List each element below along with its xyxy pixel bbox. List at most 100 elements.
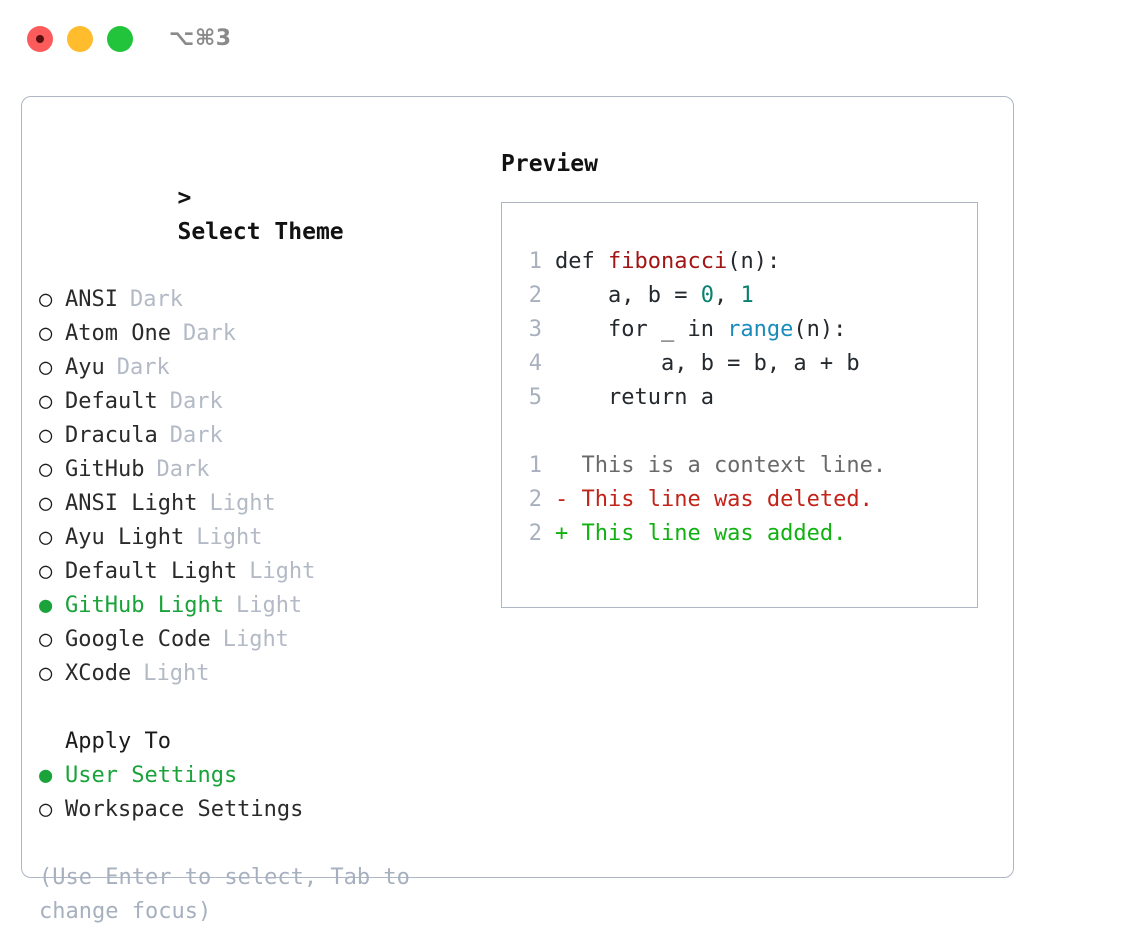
theme-list-item[interactable]: ○ Ayu Dark: [39, 351, 479, 385]
code-line: 1 def fibonacci(n):: [516, 245, 969, 279]
theme-variant-badge: Light: [249, 559, 316, 584]
radio-selected-icon: ●: [39, 763, 53, 788]
radio-unselected-icon: ○: [39, 559, 53, 584]
page-title-text: Select Theme: [177, 219, 344, 245]
apply-to-title: Apply To: [65, 729, 171, 754]
keyboard-hint-text: (Use Enter to select, Tab to change focu…: [39, 865, 424, 924]
code-spacer: [516, 415, 969, 449]
radio-unselected-icon: ○: [39, 457, 53, 482]
close-window-icon[interactable]: [27, 26, 53, 52]
code-line-text: a, b = b, a + b: [555, 347, 860, 381]
radio-selected-icon: ●: [39, 593, 53, 618]
diff-line-number: 1: [528, 453, 542, 478]
apply-to-option[interactable]: ○ Workspace Settings: [39, 793, 479, 827]
diff-block: 1 This is a context line. 2 - This line wa…: [516, 449, 969, 551]
theme-name-label: Default: [65, 389, 158, 414]
theme-name-label: ANSI Light: [65, 491, 198, 516]
code-token-plain: a, b = b, a + b: [555, 351, 860, 376]
code-token-plain: (n):: [727, 249, 781, 274]
apply-to-label: Workspace Settings: [65, 797, 304, 822]
theme-variant-badge: Dark: [116, 355, 170, 380]
code-line-text: return a: [555, 381, 714, 415]
radio-unselected-icon: ○: [39, 287, 53, 312]
theme-variant-badge: Light: [235, 593, 303, 618]
radio-unselected-icon: ○: [39, 797, 53, 822]
theme-name-label: GitHub Light: [65, 593, 224, 618]
code-line-text: a, b = 0, 1: [555, 279, 754, 313]
theme-list-item[interactable]: ○ Default Light Light: [39, 555, 479, 589]
diff-line-number: 2: [528, 521, 542, 546]
code-token-num: 0: [700, 283, 714, 308]
radio-unselected-icon: ○: [39, 627, 53, 652]
code-token-plain: return a: [555, 385, 714, 410]
diff-line-text: - This line was deleted.: [555, 487, 873, 512]
apply-to-option[interactable]: ● User Settings: [39, 759, 479, 793]
preview-title: Preview: [501, 151, 598, 177]
code-line: 5 return a: [516, 381, 969, 415]
radio-unselected-icon: ○: [39, 491, 53, 516]
code-line-text: def fibonacci(n):: [555, 245, 780, 279]
theme-variant-badge: Light: [222, 627, 289, 652]
diff-line: 2 - This line was deleted.: [516, 483, 969, 517]
code-line-number: 4: [528, 351, 542, 376]
minimize-window-icon[interactable]: [67, 26, 93, 52]
code-token-fn: fibonacci: [607, 249, 728, 274]
theme-list-item[interactable]: ○ Atom One Dark: [39, 317, 479, 351]
radio-unselected-icon: ○: [39, 321, 53, 346]
code-line-number: 2: [528, 283, 542, 308]
theme-variant-badge: Dark: [129, 287, 183, 312]
code-token-plain: for _ in: [555, 317, 728, 342]
window-titlebar: ⌥⌘3: [0, 0, 1140, 78]
code-token-plain: (n):: [793, 317, 847, 342]
code-line: 3 for _ in range(n):: [516, 313, 969, 347]
code-line-number: 1: [528, 249, 542, 274]
theme-list-item[interactable]: ○ Default Dark: [39, 385, 479, 419]
diff-line: 1 This is a context line.: [516, 449, 969, 483]
code-token-plain: ,: [713, 283, 741, 308]
apply-to-section: Apply To ● User Settings ○ Workspace Settin…: [39, 725, 479, 827]
radio-unselected-icon: ○: [39, 389, 53, 414]
theme-name-label: Default Light: [65, 559, 238, 584]
theme-variant-badge: Dark: [169, 389, 223, 414]
theme-list-item[interactable]: ○ Google Code Light: [39, 623, 479, 657]
apply-to-label: User Settings: [65, 763, 238, 788]
code-token-plain: a, b =: [555, 283, 701, 308]
code-line-text: for _ in range(n):: [555, 313, 846, 347]
radio-unselected-icon: ○: [39, 355, 53, 380]
code-line-number: 5: [528, 385, 542, 410]
traffic-light-group: [27, 26, 133, 52]
theme-variant-badge: Dark: [182, 321, 236, 346]
theme-list-item[interactable]: ● GitHub Light Light: [39, 589, 479, 623]
apply-to-list: ● User Settings ○ Workspace Settings: [39, 759, 479, 827]
theme-name-label: Ayu: [65, 355, 105, 380]
theme-variant-badge: Dark: [156, 457, 210, 482]
theme-variant-badge: Light: [143, 661, 210, 686]
diff-line-text: This is a context line.: [555, 453, 887, 478]
diff-line-text: + This line was added.: [555, 521, 847, 546]
diff-line: 2 + This line was added.: [516, 517, 969, 551]
diff-line-number: 2: [528, 487, 542, 512]
maximize-window-icon[interactable]: [107, 26, 133, 52]
theme-name-label: Google Code: [65, 627, 211, 652]
theme-variant-badge: Dark: [169, 423, 223, 448]
theme-name-label: Ayu Light: [65, 525, 185, 550]
radio-unselected-icon: ○: [39, 661, 53, 686]
code-line-number: 3: [528, 317, 542, 342]
code-token-plain: def: [555, 249, 608, 274]
theme-name-label: Atom One: [65, 321, 171, 346]
